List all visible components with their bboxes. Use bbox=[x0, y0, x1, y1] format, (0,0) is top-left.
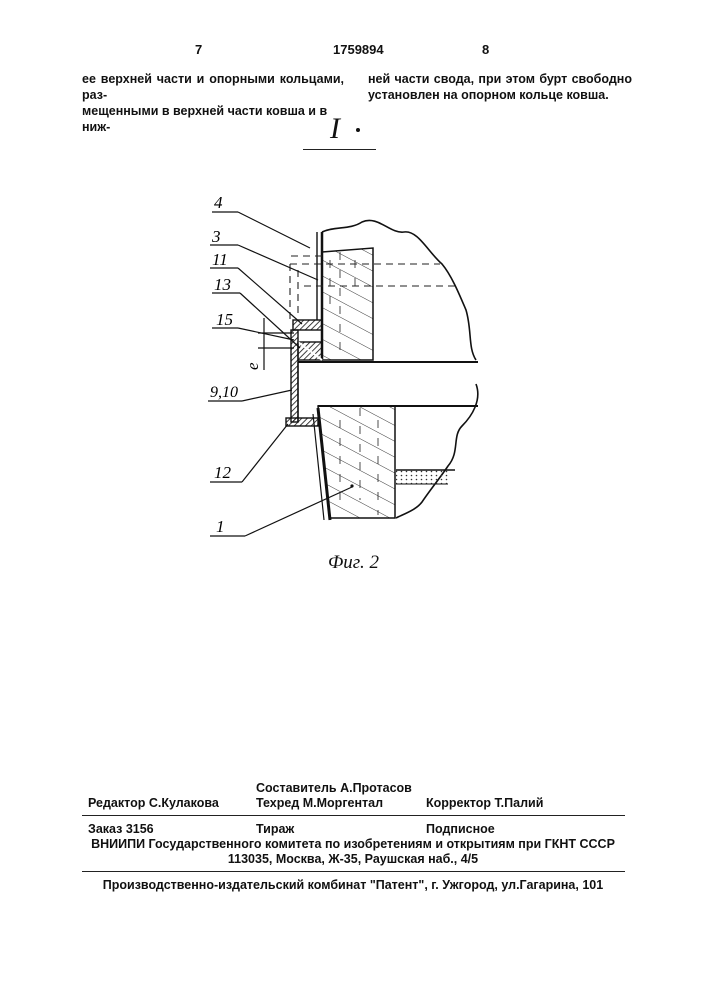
label-4: 4 bbox=[214, 193, 223, 212]
detail-label-dot bbox=[356, 128, 360, 132]
footer-rule-top bbox=[82, 815, 625, 816]
roof-refractory bbox=[322, 248, 373, 360]
detail-label: I bbox=[330, 112, 340, 146]
publisher: Производственно-издательский комбинат "П… bbox=[88, 878, 618, 892]
institute: ВНИИПИ Государственного комитета по изоб… bbox=[88, 837, 618, 851]
order-number: Заказ 3156 bbox=[88, 822, 154, 836]
label-12: 12 bbox=[214, 463, 232, 482]
slag-layer bbox=[396, 470, 455, 484]
label-3: 3 bbox=[211, 227, 221, 246]
label-13: 13 bbox=[214, 275, 231, 294]
corrector: Корректор Т.Палий bbox=[426, 796, 543, 810]
left-line-1: ее верхней части и опорными кольцами, ра… bbox=[82, 71, 344, 103]
footer-rule-bottom bbox=[82, 871, 625, 872]
label-e: e bbox=[243, 362, 262, 370]
composer: Составитель А.Протасов bbox=[256, 781, 412, 795]
page-number-left: 7 bbox=[195, 42, 202, 57]
address: 113035, Москва, Ж-35, Раушская наб., 4/5 bbox=[88, 852, 618, 866]
label-11: 11 bbox=[212, 250, 228, 269]
upper-ring bbox=[293, 320, 322, 330]
roof-casing bbox=[317, 232, 322, 360]
cover-dashed-outline bbox=[290, 256, 460, 320]
label-9-10: 9,10 bbox=[210, 384, 238, 401]
label-1: 1 bbox=[216, 517, 225, 536]
lower-ring bbox=[286, 418, 318, 426]
left-column-text: ее верхней части и опорными кольцами, ра… bbox=[82, 71, 344, 135]
subscription: Подписное bbox=[426, 822, 495, 836]
label-15: 15 bbox=[216, 310, 233, 329]
left-line-2: мещенными в верхней части ковша и в ниж- bbox=[82, 103, 344, 135]
figure-caption: Фиг. 2 bbox=[328, 552, 379, 574]
flange bbox=[291, 330, 298, 422]
ladle-refractory bbox=[318, 406, 395, 518]
right-line-1: ней части свода, при этом бурт свободно bbox=[368, 71, 632, 87]
right-line-2: установлен на опорном кольце ковша. bbox=[368, 87, 632, 103]
figure-drawing: 4 3 11 13 15 e 9,10 12 1 bbox=[190, 190, 510, 550]
right-column-text: ней части свода, при этом бурт свободно … bbox=[368, 71, 632, 103]
detail-label-underline bbox=[303, 149, 376, 150]
circulation: Тираж bbox=[256, 822, 294, 836]
techred: Техред М.Моргентал bbox=[256, 796, 383, 810]
patent-number: 1759894 bbox=[333, 42, 384, 57]
editor: Редактор С.Кулакова bbox=[88, 796, 219, 810]
break-line-bottom bbox=[396, 384, 478, 518]
page-number-right: 8 bbox=[482, 42, 489, 57]
